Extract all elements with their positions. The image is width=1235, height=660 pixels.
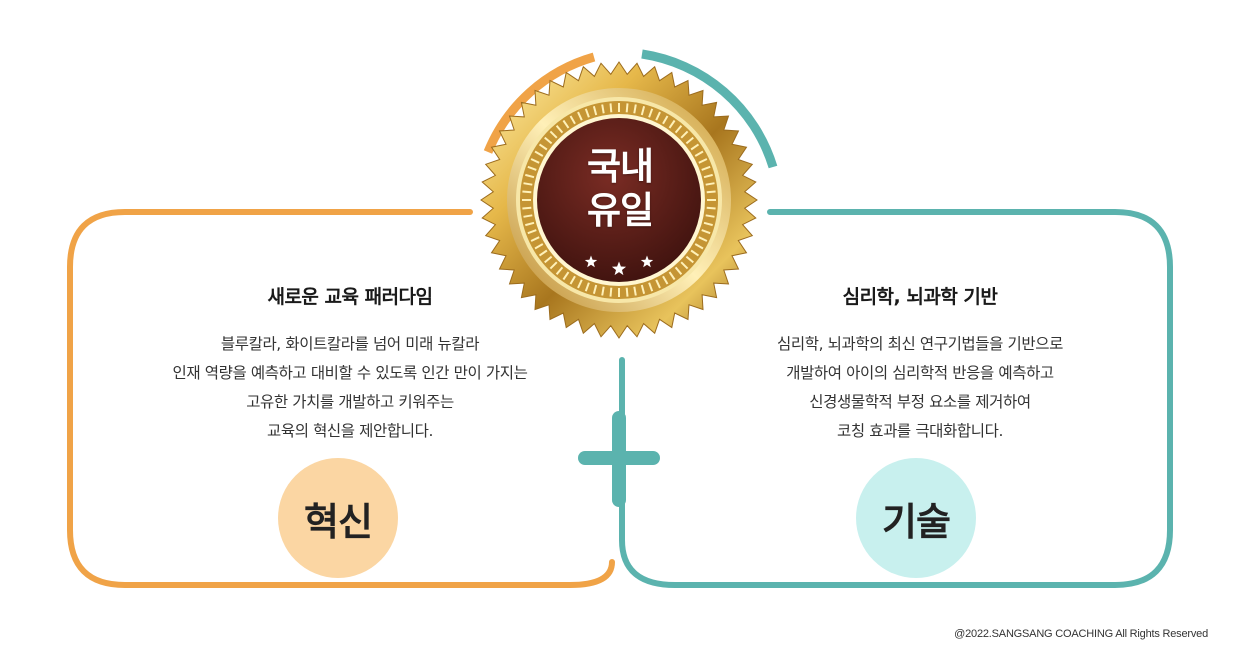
technology-badge: 기술 (856, 458, 976, 578)
left-panel-description: 블루칼라, 화이트칼라를 넘어 미래 뉴칼라 인재 역량을 예측하고 대비할 수… (70, 330, 630, 446)
medal-badge (480, 61, 758, 339)
star-icons (584, 255, 654, 276)
right-panel-title: 심리학, 뇌과학 기반 (842, 286, 998, 308)
medal-line-2: 유일 (586, 189, 654, 232)
right-description-line: 개발하여 아이의 심리학적 반응을 예측하고 (786, 364, 1054, 382)
innovation-badge: 혁신 (278, 458, 398, 578)
left-description-line: 교육의 혁신을 제안합니다. (266, 422, 434, 440)
right-description-line: 코칭 효과를 극대화합니다. (836, 422, 1004, 440)
right-description-line: 심리학, 뇌과학의 최신 연구기법들을 기반으로 (777, 335, 1063, 353)
left-description-line: 인재 역량을 예측하고 대비할 수 있도록 인간 만이 가지는 (172, 364, 528, 382)
medal-orange-arc (483, 52, 596, 154)
copyright-text: @2022.SANGSANG COACHING All Rights Reser… (954, 628, 1208, 640)
left-description-line: 블루칼라, 화이트칼라를 넘어 미래 뉴칼라 (220, 335, 480, 353)
right-description-line: 신경생물학적 부정 요소를 제거하여 (809, 393, 1031, 411)
right-panel-frame (619, 209, 1173, 588)
left-panel-frame (67, 209, 615, 588)
right-panel-description: 심리학, 뇌과학의 최신 연구기법들을 기반으로 개발하여 아이의 심리학적 반… (640, 330, 1200, 446)
medal-line-1: 국내 (586, 145, 654, 188)
medal-teal-arc (641, 49, 778, 169)
left-description-line: 고유한 가치를 개발하고 키워주는 (246, 393, 454, 411)
medal-label: 국내 유일 (560, 145, 680, 233)
plus-icon (578, 411, 660, 507)
left-panel-title: 새로운 교육 패러다임 (267, 286, 433, 308)
